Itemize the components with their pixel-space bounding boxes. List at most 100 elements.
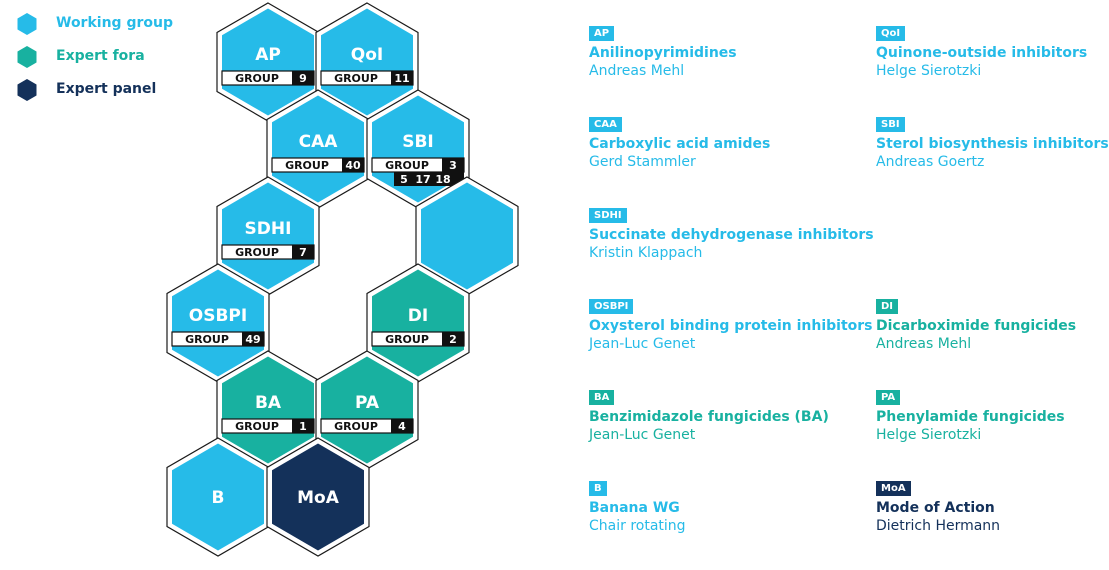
hexagon-fill <box>222 356 314 464</box>
entry-caa: CAA Carboxylic acid amides Gerd Stammler <box>589 112 770 171</box>
group-number: 49 <box>245 333 260 346</box>
hexagon-title: BA <box>255 393 282 413</box>
hexagon-title: PA <box>355 393 380 413</box>
entry-person: Andreas Goertz <box>876 154 985 170</box>
entry-ba: BA Benzimidazole fungicides (BA) Jean-Lu… <box>589 385 829 444</box>
hexagon-osbpi: OSBPI GROUP 49 <box>166 263 270 383</box>
entry-person: Jean-Luc Genet <box>589 336 696 352</box>
subgroup-box <box>394 172 464 186</box>
hexagon-fill <box>222 182 314 290</box>
subgroup-number: 5 <box>400 173 408 186</box>
group-number: 9 <box>299 72 307 85</box>
hexagon-fill <box>222 8 314 116</box>
hexagon-title: CAA <box>299 132 339 152</box>
group-number: 40 <box>345 159 361 172</box>
group-number-box <box>391 71 413 85</box>
hexagon-title: OSBPI <box>189 306 247 326</box>
entry-name: Dicarboximide fungicides <box>876 318 1077 334</box>
legend-label: Working group <box>56 15 173 31</box>
entry-badge: QoI <box>876 26 906 41</box>
entry-name: Banana WG <box>589 500 680 516</box>
entry-b: B Banana WG Chair rotating <box>589 476 686 535</box>
legend-label: Expert panel <box>56 81 157 97</box>
group-label: GROUP <box>334 420 378 433</box>
group-label: GROUP <box>334 72 378 85</box>
entry-di: DI Dicarboximide fungicides Andreas Mehl <box>876 294 1076 353</box>
group-label: GROUP <box>235 72 279 85</box>
entry-person: Andreas Mehl <box>876 336 972 352</box>
hexagon-title: SDHI <box>245 219 292 239</box>
entry-badge: PA <box>876 390 901 405</box>
hexagon-title: AP <box>255 45 281 65</box>
hexagon-sdhi: SDHI GROUP 7 <box>216 176 320 296</box>
entry-badge: CAA <box>589 117 622 132</box>
entry-name: Mode of Action <box>876 500 995 516</box>
entry-sdhi: SDHI Succinate dehydrogenase inhibitors … <box>589 203 874 262</box>
entry-name: Succinate dehydrogenase inhibitors <box>589 227 874 243</box>
entry-osbpi: OSBPI Oxysterol binding protein inhibito… <box>589 294 873 353</box>
hexagon-title: B <box>212 488 225 508</box>
group-label: GROUP <box>235 420 279 433</box>
entry-person: Helge Sierotzki <box>876 63 982 79</box>
entry-person: Dietrich Hermann <box>876 518 1001 534</box>
group-number-box <box>442 158 464 172</box>
hexagon-moa: MoA <box>266 437 370 557</box>
hexagon-fill <box>421 182 513 290</box>
entry-badge: AP <box>589 26 615 41</box>
hexagon-title: DI <box>408 306 428 326</box>
entry-badge: DI <box>876 299 899 314</box>
entry-pa: PA Phenylamide fungicides Helge Sierotzk… <box>876 385 1065 444</box>
hexagon-fill <box>272 95 364 203</box>
entry-person: Gerd Stammler <box>589 154 696 170</box>
entry-badge: OSBPI <box>589 299 634 314</box>
hexagon-ba: BA GROUP 1 <box>216 350 320 470</box>
group-label: GROUP <box>185 333 229 346</box>
entry-name: Sterol biosynthesis inhibitors <box>876 136 1109 152</box>
group-number: 3 <box>449 159 457 172</box>
group-number-box <box>292 419 314 433</box>
entry-sbi: SBI Sterol biosynthesis inhibitors Andre… <box>876 112 1109 171</box>
group-label: GROUP <box>235 246 279 259</box>
group-number: 7 <box>299 246 307 259</box>
entry-person: Andreas Mehl <box>589 63 685 79</box>
group-number-box <box>292 71 314 85</box>
entry-name: Oxysterol binding protein inhibitors <box>589 318 873 334</box>
hexagon-fill <box>172 269 264 377</box>
group-number-box <box>242 332 264 346</box>
entry-name: Carboxylic acid amides <box>589 136 771 152</box>
hexagon-title: MoA <box>297 488 340 508</box>
entry-ap: AP Anilinopyrimidines Andreas Mehl <box>589 21 737 80</box>
legend-swatch <box>17 13 37 35</box>
entry-badge: MoA <box>876 481 911 496</box>
entry-person: Chair rotating <box>589 518 686 534</box>
legend-label: Expert fora <box>56 48 145 64</box>
entry-moa: MoA Mode of Action Dietrich Hermann <box>876 476 1000 535</box>
group-label: GROUP <box>385 159 429 172</box>
legend-swatch <box>17 79 37 101</box>
group-label: GROUP <box>285 159 329 172</box>
group-number: 4 <box>398 420 406 433</box>
hexagon-b: B <box>166 437 270 557</box>
entry-badge: B <box>589 481 607 496</box>
entry-name: Quinone-outside inhibitors <box>876 45 1088 61</box>
hexagon-icon <box>17 79 37 101</box>
entry-name: Phenylamide fungicides <box>876 409 1065 425</box>
entry-name: Anilinopyrimidines <box>589 45 737 61</box>
group-number: 11 <box>394 72 409 85</box>
hexagon-fill <box>172 443 264 551</box>
subgroup-number: 17 <box>415 173 430 186</box>
hexagon-fill <box>321 356 413 464</box>
group-number: 1 <box>299 420 307 433</box>
hexagon-pa: PA GROUP 4 <box>315 350 419 470</box>
entry-badge: BA <box>589 390 615 405</box>
hexagon-fill <box>321 8 413 116</box>
group-label: GROUP <box>385 333 429 346</box>
hexagon-icon <box>17 13 37 35</box>
entry-badge: SBI <box>876 117 905 132</box>
entry-person: Jean-Luc Genet <box>589 427 696 443</box>
group-number-box <box>391 419 413 433</box>
